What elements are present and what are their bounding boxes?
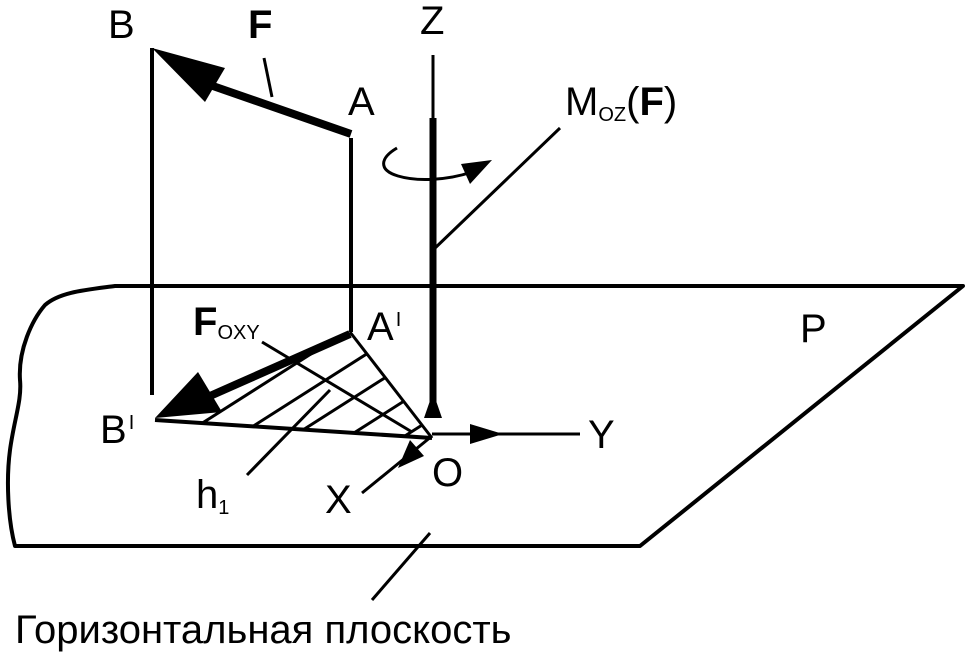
caption-leader	[370, 532, 432, 601]
force-f-label-leader	[262, 57, 274, 98]
label-o: O	[432, 451, 463, 495]
label-h1: h1	[196, 473, 229, 519]
caption-horizontal-plane: Горизонтальная плоскость	[15, 608, 512, 652]
x-axis-arrowhead-icon	[398, 440, 424, 468]
force-foxy-shaft	[208, 330, 352, 400]
label-y: Y	[588, 413, 615, 457]
force-f-arrowhead	[152, 48, 225, 102]
foxy-label-leader	[261, 340, 413, 434]
z-axis-arrowhead-icon	[424, 392, 442, 418]
label-b: B	[108, 3, 135, 47]
x-axis	[361, 434, 433, 495]
label-p: P	[800, 307, 827, 351]
moment-label-leader	[431, 126, 562, 252]
label-x: X	[325, 478, 352, 522]
force-f-shaft	[208, 81, 353, 138]
moment-triangle	[155, 332, 432, 438]
label-moment: MOZ(F)	[565, 80, 677, 126]
rotation-arc	[382, 146, 473, 181]
label-f: F	[248, 3, 272, 47]
label-f-oxy: FOXY	[193, 300, 260, 344]
label-a: A	[348, 80, 375, 124]
h1-leader	[245, 388, 332, 477]
force-foxy-arrowhead	[155, 372, 222, 418]
triangle-edge-ao	[348, 331, 434, 439]
y-axis-arrowhead-icon	[470, 424, 503, 444]
horizontal-plane-outline	[5, 284, 965, 548]
label-z: Z	[420, 0, 444, 43]
rotation-arrowhead-icon	[461, 160, 492, 184]
